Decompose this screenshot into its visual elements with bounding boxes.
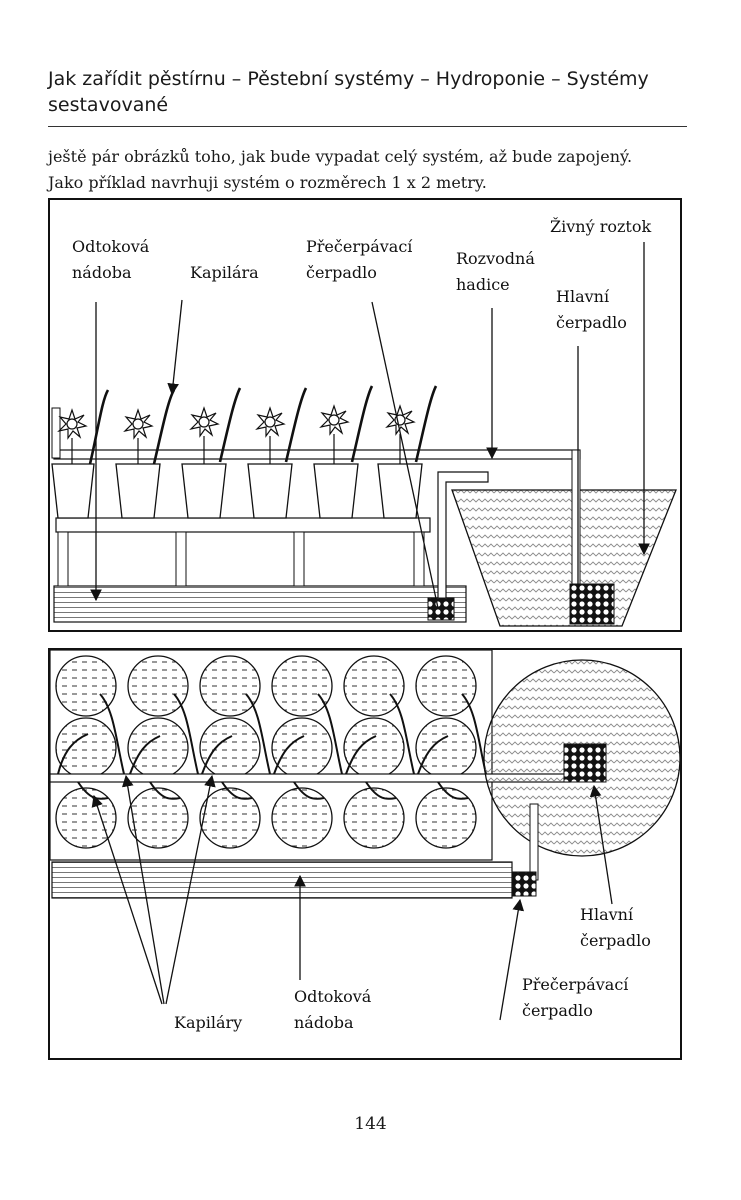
label-nutrient-solution: Živný roztok (550, 217, 652, 236)
nutrient-tank (451, 489, 677, 627)
page-number: 144 (354, 1114, 387, 1134)
pot-grid (55, 655, 477, 849)
label-main-pump: Hlavní čerpadlo (556, 287, 627, 332)
intro-line-2: Jako příklad navrhuji systém o rozměrech… (48, 173, 487, 192)
label-top-transfer-pump: Přečerpávací čerpadlo (522, 975, 629, 1020)
side-transfer-pump (427, 597, 455, 621)
main-pump-pipe (571, 449, 581, 587)
plant-pot (313, 463, 359, 519)
plant-pot (247, 463, 293, 519)
distribution-hose (53, 449, 581, 460)
intro-line-1: ještě pár obrázků toho, jak bude vypadat… (48, 147, 633, 166)
side-main-pump (569, 583, 615, 625)
label-top-drain-container: Odtoková nádoba (294, 987, 372, 1032)
transfer-pipe (437, 471, 489, 602)
flowers (57, 404, 416, 464)
header-rule (48, 126, 687, 127)
drain-basin (53, 585, 467, 623)
running-header: Jak zařídit pěstírnu – Pěstební systémy … (48, 66, 688, 118)
table-top (55, 517, 431, 533)
top-view-diagram (50, 650, 680, 1021)
label-top-main-pump: Hlavní čerpadlo (580, 905, 651, 950)
plant-pot (181, 463, 227, 519)
capillary-tubes (88, 385, 438, 465)
side-pointers (90, 242, 650, 609)
label-drain-container: Odtoková nádoba (72, 237, 150, 282)
top-capillaries (57, 693, 487, 800)
label-transfer-pump: Přečerpávací čerpadlo (306, 237, 413, 282)
top-pointers (91, 774, 613, 1021)
table-leg (293, 531, 305, 587)
label-capillaries: Kapiláry (174, 1013, 243, 1032)
side-view-diagram (51, 242, 677, 627)
intro-paragraph: ještě pár obrázků toho, jak bude vypadat… (48, 144, 698, 196)
hose-end-cap (51, 407, 61, 459)
table-leg (175, 531, 187, 587)
header-line-1: Jak zařídit pěstírnu – Pěstební systémy … (48, 68, 649, 90)
plant-pot (115, 463, 161, 519)
table-leg (413, 531, 425, 587)
top-transfer-pump (511, 871, 537, 897)
header-line-2: sestavované (48, 94, 169, 116)
plant-pot (51, 463, 95, 519)
side-view-figure: Odtoková nádoba Kapilára Přečerpávací če… (48, 198, 682, 632)
top-view-figure: Kapiláry Odtoková nádoba Hlavní čerpadlo… (48, 648, 682, 1060)
plant-pot (377, 463, 423, 519)
top-drain-basin (51, 861, 513, 899)
top-main-pump (563, 743, 607, 783)
top-transfer-pipe (529, 803, 539, 881)
label-capillary: Kapilára (190, 263, 259, 282)
table-leg (57, 531, 69, 587)
label-distribution-hose: Rozvodná hadice (456, 249, 535, 294)
